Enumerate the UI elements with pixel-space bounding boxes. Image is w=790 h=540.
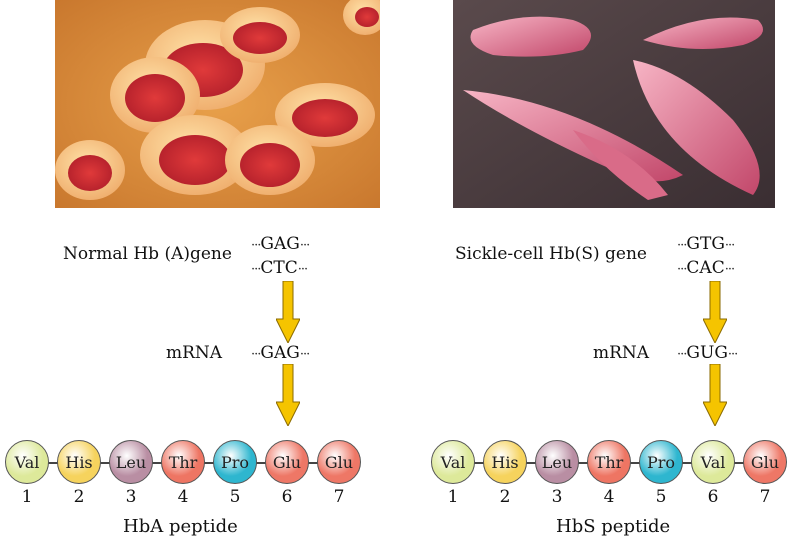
hba-residue-4: Thr (161, 440, 205, 484)
hbs-peptide-chain: Val His Leu Thr Pro Val Glu (431, 440, 790, 486)
sickle-transcription-arrow (703, 281, 727, 343)
hbs-residue-4: Thr (587, 440, 631, 484)
normal-mrna-codon-text: GAG (260, 343, 300, 363)
hbs-position-1: 1 (447, 487, 459, 507)
hba-peptide-chain: Val His Leu Thr Pro Glu Glu (5, 440, 365, 486)
hbs-residue-3: Leu (535, 440, 579, 484)
normal-translation-arrow (276, 364, 300, 426)
hbs-position-5: 5 (655, 487, 667, 507)
sickle-codon-top-text: GTG (686, 234, 725, 254)
hba-position-1: 1 (21, 487, 33, 507)
hba-position-2: 2 (73, 487, 85, 507)
hba-residue-1: Val (5, 440, 49, 484)
sickle-translation-arrow (703, 364, 727, 426)
sickle-mrna-codon: ···GUG··· (677, 343, 738, 363)
hba-residue-2: His (57, 440, 101, 484)
hba-residue-7: Glu (317, 440, 361, 484)
normal-rbc-photo (55, 0, 380, 208)
hbs-position-6: 6 (707, 487, 719, 507)
hba-position-4: 4 (177, 487, 189, 507)
hbs-position-3: 3 (551, 487, 563, 507)
hba-position-7: 7 (333, 487, 345, 507)
hba-peptide-caption: HbA peptide (123, 516, 238, 537)
sickle-gene-label: Sickle-cell Hb(S) gene (455, 244, 647, 264)
hbs-position-7: 7 (759, 487, 771, 507)
hbs-residue-5: Pro (639, 440, 683, 484)
hbs-residue-1: Val (431, 440, 475, 484)
hbs-residue-2: His (483, 440, 527, 484)
hbs-residue-7: Glu (743, 440, 787, 484)
normal-codon-top: ···GAG··· (251, 234, 310, 254)
hba-residue-5: Pro (213, 440, 257, 484)
normal-transcription-arrow (276, 281, 300, 343)
sickle-codon-bottom-text: CAC (686, 258, 725, 278)
sickle-rbc-photo (453, 0, 775, 208)
sickle-mrna-label: mRNA (593, 343, 650, 363)
normal-codon-bottom-text: CTC (260, 258, 298, 278)
hba-position-5: 5 (229, 487, 241, 507)
normal-codon-bottom: ···CTC··· (251, 258, 308, 278)
sickle-mrna-codon-text: GUG (686, 343, 728, 363)
normal-mrna-codon: ···GAG··· (251, 343, 310, 363)
sickle-codon-bottom: ···CAC··· (677, 258, 735, 278)
hba-residue-6: Glu (265, 440, 309, 484)
hbs-position-4: 4 (603, 487, 615, 507)
hba-residue-3: Leu (109, 440, 153, 484)
normal-codon-top-text: GAG (260, 234, 300, 254)
hbs-position-2: 2 (499, 487, 511, 507)
hbs-peptide-caption: HbS peptide (556, 516, 671, 537)
sickle-codon-top: ···GTG··· (677, 234, 735, 254)
hba-position-6: 6 (281, 487, 293, 507)
normal-gene-label: Normal Hb (A)gene (63, 244, 232, 264)
normal-mrna-label: mRNA (166, 343, 223, 363)
hba-position-3: 3 (125, 487, 137, 507)
hbs-residue-6: Val (691, 440, 735, 484)
